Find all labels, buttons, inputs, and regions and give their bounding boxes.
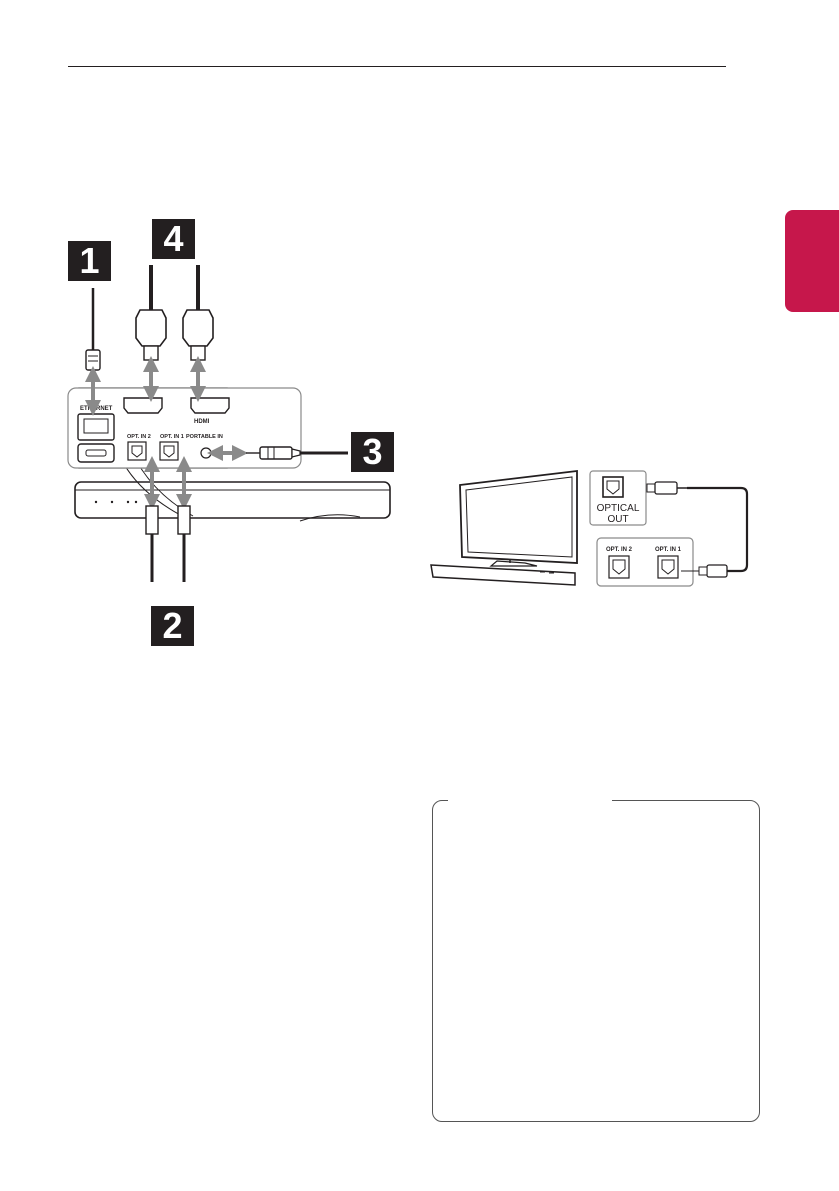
badge-portable: 3 — [351, 431, 394, 472]
tv-optical-out-callout: OPTICAL OUT — [589, 470, 647, 526]
hdmi-cables — [135, 265, 214, 402]
portable-in-label: PORTABLE IN — [186, 434, 223, 440]
chapter-side-tab — [785, 210, 839, 312]
optical-out-line1: OPTICAL — [597, 503, 640, 514]
tv-illustration — [459, 469, 578, 567]
tv-opt-in-1-label: OPT. IN 1 — [655, 547, 682, 553]
portable-audio-cable — [207, 445, 348, 461]
rear-panel-connection-diagram: ETHERNET HDMI OPT. IN 2 OPT. IN 1 PORTAB… — [67, 265, 391, 582]
opt-in-1-label: OPT. IN 1 — [160, 434, 184, 440]
badge-ethernet: 1 — [68, 240, 111, 281]
ethernet-cable — [85, 288, 101, 416]
tv-optical-connection-diagram: OPTICAL OUT OPT. IN 2 OPT. IN 1 — [430, 469, 749, 587]
hdmi-port-1[interactable] — [123, 397, 163, 414]
optical-out-line2: OUT — [607, 514, 628, 525]
badge-hdmi: 4 — [152, 218, 195, 259]
note-box — [432, 800, 760, 1122]
optical-cables — [144, 456, 192, 582]
portable-in-port[interactable] — [200, 447, 212, 459]
opt-in-2-label: OPT. IN 2 — [127, 434, 151, 440]
soundbar-optical-in-callout: OPT. IN 2 OPT. IN 1 — [596, 537, 694, 587]
tv-optical-out-port[interactable] — [602, 476, 624, 498]
badge-optical: 2 — [151, 605, 194, 646]
ethernet-label: ETHERNET — [80, 406, 113, 412]
hdmi-port-2[interactable] — [190, 397, 230, 414]
header-rule — [68, 66, 726, 67]
note-box-title-gap — [448, 797, 612, 803]
ethernet-port[interactable] — [77, 413, 115, 441]
hdmi-logo: HDMI — [194, 419, 210, 425]
optical-cable — [646, 481, 749, 578]
soundbar-illustration — [430, 564, 576, 586]
tv-opt-in-2-label: OPT. IN 2 — [606, 547, 633, 553]
